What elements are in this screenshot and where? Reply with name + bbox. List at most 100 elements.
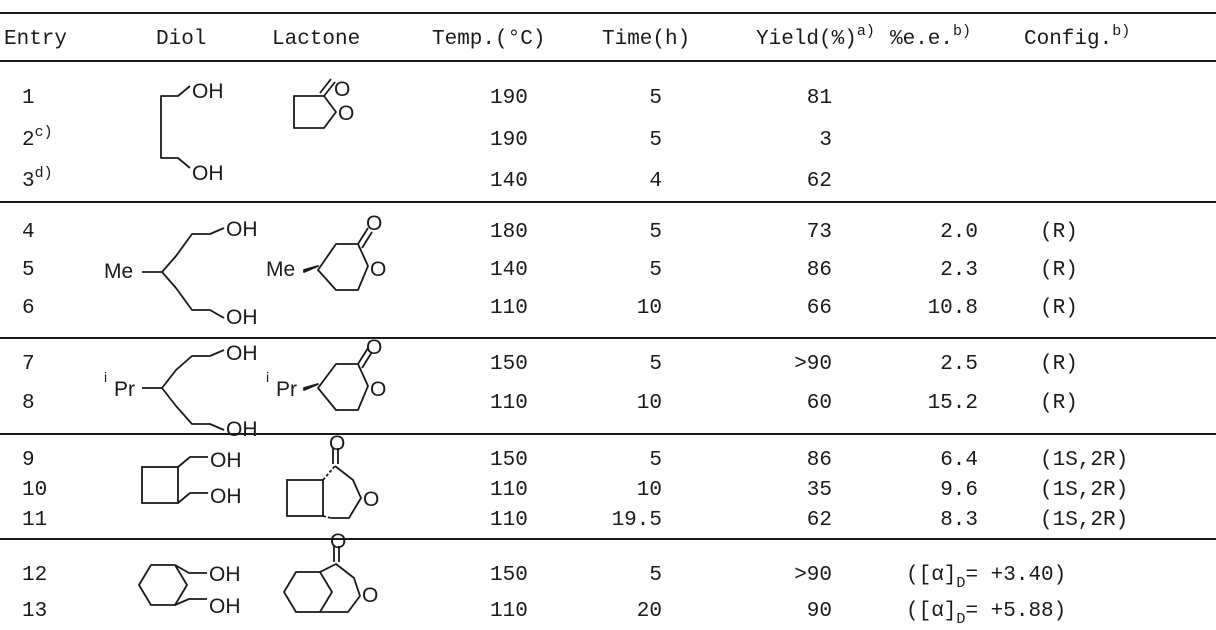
svg-text:i: i <box>266 369 269 385</box>
diol-structure-cyclohexanedimethanol: OH OH <box>138 563 241 618</box>
time-cell: 4 <box>649 170 662 193</box>
temp-cell: 110 <box>490 509 528 532</box>
config-cell: (R) <box>1040 392 1078 415</box>
entry-cell: 12 <box>22 564 48 587</box>
svg-text:OH: OH <box>226 418 258 441</box>
header-yield: Yield(%)a) <box>756 23 875 51</box>
time-cell: 5 <box>649 564 662 587</box>
config-cell: (1S,2R) <box>1040 449 1129 472</box>
svg-text:O: O <box>330 530 346 553</box>
svg-text:OH: OH <box>210 485 242 508</box>
header-config: Config.b) <box>1024 23 1131 51</box>
config-cell: (R) <box>1040 353 1078 376</box>
svg-text:Pr: Pr <box>114 378 135 401</box>
yield-cell: 90 <box>806 600 832 623</box>
ee-cell: 2.3 <box>940 259 978 282</box>
svg-text:O: O <box>338 102 354 125</box>
temp-cell: 110 <box>490 392 528 415</box>
time-cell: 5 <box>649 353 662 376</box>
yield-cell: 86 <box>806 449 832 472</box>
top-rule <box>0 12 1216 14</box>
temp-cell: 150 <box>490 564 528 587</box>
svg-text:O: O <box>363 488 379 511</box>
time-cell: 10 <box>636 297 662 320</box>
lactone-structure-cyclobutane-lactone: O O <box>286 432 379 519</box>
footnote-mark: a) <box>856 23 875 40</box>
entry-cell: 5 <box>22 259 35 282</box>
yield-cell: 3 <box>819 129 832 152</box>
svg-text:O: O <box>362 584 378 607</box>
ee-cell: 2.5 <box>940 353 978 376</box>
ee-cell: 15.2 <box>927 392 978 415</box>
time-cell: 5 <box>649 129 662 152</box>
config-cell: (R) <box>1040 297 1078 320</box>
time-cell: 19.5 <box>611 509 662 532</box>
svg-text:OH: OH <box>226 342 258 365</box>
entry-cell: 13 <box>22 600 48 623</box>
temp-cell: 140 <box>490 170 528 193</box>
temp-cell: 190 <box>490 129 528 152</box>
entry-cell: 11 <box>22 509 48 532</box>
temp-cell: 110 <box>490 297 528 320</box>
group-rule <box>0 433 1216 435</box>
diol-structure-isopropylpentanediol: i Pr OH OH <box>104 342 258 441</box>
lactone-structure-isopropylvalerolactone: i Pr O O <box>266 336 386 411</box>
yield-cell: 66 <box>806 297 832 320</box>
time-cell: 5 <box>649 221 662 244</box>
svg-text:OH: OH <box>192 80 224 103</box>
yield-cell: 60 <box>806 392 832 415</box>
header-entry: Entry <box>4 28 68 51</box>
rotation-cell: ([α]D= +5.88) <box>906 600 1067 628</box>
entry-cell: 9 <box>22 449 35 472</box>
ee-cell: 9.6 <box>940 479 978 502</box>
svg-text:O: O <box>366 336 382 359</box>
svg-text:Me: Me <box>104 260 133 283</box>
time-cell: 5 <box>649 259 662 282</box>
svg-text:i: i <box>104 369 107 385</box>
temp-cell: 140 <box>490 259 528 282</box>
yield-cell: 86 <box>806 259 832 282</box>
config-cell: (1S,2R) <box>1040 479 1129 502</box>
svg-text:OH: OH <box>209 595 241 618</box>
diol-structure-cyclobutanedimethanol: OH OH <box>141 449 242 508</box>
entry-cell: 10 <box>22 479 48 502</box>
lactone-structure-hexahydroisochromanone: O O <box>283 530 378 613</box>
header-diol: Diol <box>156 28 207 51</box>
footnote-mark: d) <box>34 165 53 182</box>
ee-cell: 6.4 <box>940 449 978 472</box>
config-cell: (R) <box>1040 221 1078 244</box>
config-cell: (R) <box>1040 259 1078 282</box>
svg-text:O: O <box>370 378 386 401</box>
ee-cell: 10.8 <box>927 297 978 320</box>
rotation-cell: ([α]D= +3.40) <box>906 564 1067 592</box>
header-temp: Temp.(°C) <box>432 28 546 51</box>
header-lactone: Lactone <box>272 28 361 51</box>
diol-structure-methylpentanediol: Me OH OH <box>104 218 258 329</box>
entry-cell: 2c) <box>22 124 53 152</box>
svg-text:O: O <box>370 258 386 281</box>
entry-cell: 6 <box>22 297 35 320</box>
temp-cell: 150 <box>490 353 528 376</box>
temp-cell: 150 <box>490 449 528 472</box>
svg-text:OH: OH <box>226 218 258 241</box>
time-cell: 5 <box>649 87 662 110</box>
ee-cell: 8.3 <box>940 509 978 532</box>
footnote-mark: b) <box>1112 23 1131 40</box>
yield-cell: >90 <box>794 353 832 376</box>
entry-cell: 4 <box>22 221 35 244</box>
entry-cell: 3d) <box>22 165 53 193</box>
config-cell: (1S,2R) <box>1040 509 1129 532</box>
svg-text:O: O <box>334 78 350 101</box>
svg-text:OH: OH <box>226 306 258 329</box>
group-rule <box>0 201 1216 203</box>
svg-text:OH: OH <box>192 162 224 185</box>
svg-text:O: O <box>329 432 345 455</box>
footnote-mark: c) <box>34 124 53 141</box>
diol-structure-propanediol: OH OH <box>160 80 224 185</box>
time-cell: 20 <box>636 600 662 623</box>
lactone-structure-methylvalerolactone: Me O O <box>266 212 386 291</box>
header-ee: %e.e.b) <box>890 23 972 51</box>
group-rule <box>0 337 1216 339</box>
time-cell: 5 <box>649 449 662 472</box>
